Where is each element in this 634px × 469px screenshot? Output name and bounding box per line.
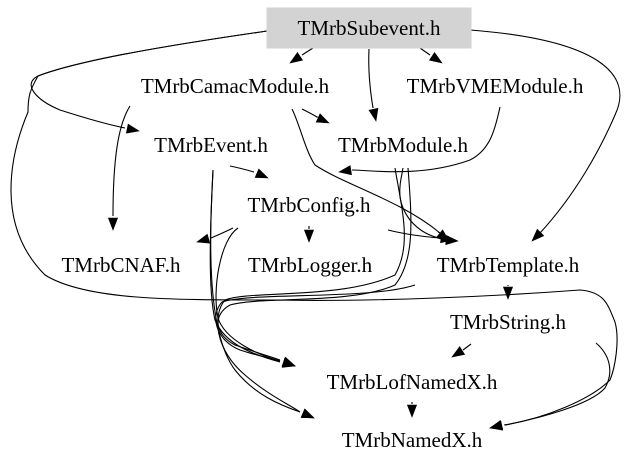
node-label: TMrbCamacModule.h — [141, 74, 330, 98]
node-vme[interactable]: TMrbVMEModule.h — [407, 74, 584, 98]
node-event[interactable]: TMrbEvent.h — [154, 133, 268, 157]
edge-config-to-logger — [303, 226, 315, 243]
node-label: TMrbModule.h — [338, 133, 469, 157]
edge-arrowhead — [368, 107, 379, 122]
edge-string-to-namedx — [489, 342, 611, 431]
edge-module-to-namedx — [217, 167, 405, 419]
node-label: TMrbSubevent.h — [298, 16, 441, 40]
node-label: TMrbConfig.h — [247, 193, 371, 217]
node-box — [266, 7, 472, 49]
edge-arrowhead — [289, 51, 304, 64]
node-label: TMrbEvent.h — [154, 133, 268, 157]
edge-line — [419, 47, 431, 56]
node-module[interactable]: TMrbModule.h — [338, 133, 469, 157]
node-label: TMrbVMEModule.h — [407, 74, 584, 98]
edge-root-to-camac — [289, 47, 314, 64]
edge-line — [469, 29, 621, 234]
edge-camac-to-module — [301, 108, 330, 124]
edge-line — [368, 48, 374, 109]
edge-template-to-string — [502, 285, 514, 300]
edge-string-to-lofnamedx — [451, 343, 472, 358]
edge-arrowhead — [125, 123, 140, 134]
node-config[interactable]: TMrbConfig.h — [247, 193, 371, 217]
node-string[interactable]: TMrbString.h — [450, 310, 567, 334]
edge-config-to-cnaf — [196, 227, 234, 244]
node-label: TMrbLogger.h — [248, 253, 373, 277]
edge-line — [387, 229, 441, 239]
edge-arrowhead — [428, 51, 443, 64]
edge-template-to-lofnamedx — [215, 284, 416, 367]
edge-line — [351, 106, 501, 173]
edge-line — [217, 167, 412, 361]
edge-arrowhead — [300, 408, 315, 419]
edge-line — [301, 47, 314, 56]
node-label: TMrbCNAF.h — [61, 253, 181, 277]
edge-line — [301, 108, 319, 118]
edge-camac-to-cnaf — [107, 105, 131, 231]
edge-arrowhead — [107, 217, 119, 231]
edge-arrowhead — [303, 229, 315, 243]
edge-camac-to-template — [291, 108, 450, 242]
edge-root-to-template — [469, 29, 621, 242]
edge-line — [210, 227, 234, 239]
node-lofnamedx[interactable]: TMrbLofNamedX.h — [327, 370, 498, 394]
edge-arrowhead — [196, 233, 211, 244]
edge-vme-to-config — [338, 106, 501, 176]
edge-root-to-vme — [419, 47, 443, 64]
edges-layer — [10, 29, 621, 431]
node-label: TMrbLofNamedX.h — [327, 370, 498, 394]
edge-line — [215, 227, 281, 362]
edge-arrowhead — [531, 228, 545, 242]
node-label: TMrbTemplate.h — [437, 253, 580, 277]
edge-event-to-config — [229, 165, 269, 179]
edge-arrowhead — [440, 233, 454, 244]
edge-line — [399, 167, 446, 241]
edge-line — [291, 108, 441, 234]
node-cnaf[interactable]: TMrbCNAF.h — [61, 253, 181, 277]
node-camac[interactable]: TMrbCamacModule.h — [141, 74, 330, 98]
edge-arrowhead — [451, 346, 466, 358]
node-label: TMrbNamedX.h — [342, 428, 483, 452]
node-namedx[interactable]: TMrbNamedX.h — [342, 428, 483, 452]
node-root[interactable]: TMrbSubevent.h — [266, 7, 472, 49]
edge-arrowhead — [338, 165, 352, 176]
edge-arrowhead — [489, 420, 504, 431]
edge-line — [217, 167, 405, 413]
edge-root-to-module — [368, 48, 379, 122]
node-template[interactable]: TMrbTemplate.h — [437, 253, 580, 277]
edge-lofnamedx-to-namedx — [406, 402, 418, 418]
edge-line — [504, 342, 611, 426]
edge-config-to-template — [387, 229, 454, 244]
edge-arrowhead — [315, 113, 330, 124]
edge-line — [462, 343, 472, 351]
edge-arrowhead — [281, 357, 296, 367]
edge-line — [112, 105, 131, 217]
edge-line — [215, 284, 416, 362]
node-label: TMrbString.h — [450, 310, 567, 334]
edge-line — [229, 165, 255, 173]
node-logger[interactable]: TMrbLogger.h — [248, 253, 373, 277]
edge-arrowhead — [502, 286, 514, 300]
edge-arrowhead — [406, 404, 418, 418]
edge-arrowhead — [254, 168, 269, 179]
